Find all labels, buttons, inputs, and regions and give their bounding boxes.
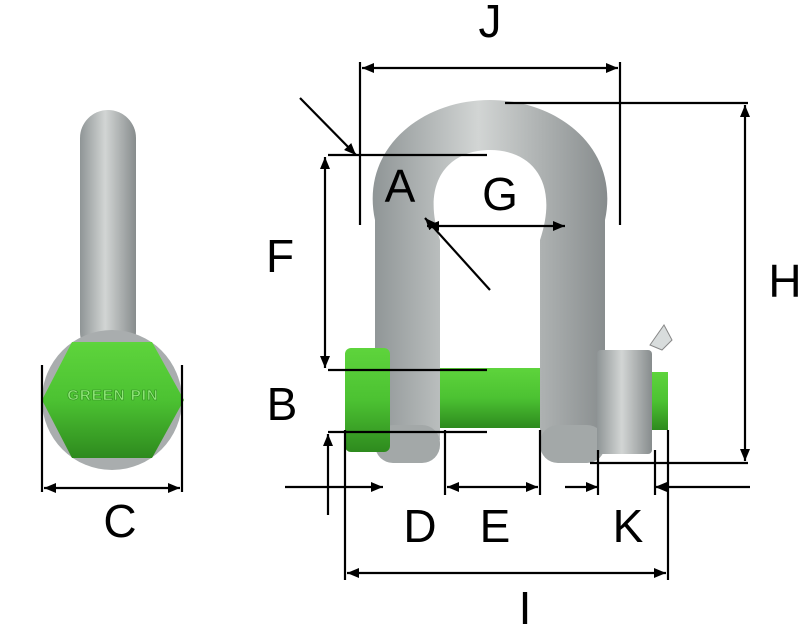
label-j: J xyxy=(479,0,502,47)
label-d: D xyxy=(403,500,436,552)
label-e: E xyxy=(480,500,511,552)
c-dimension xyxy=(40,365,184,493)
bolt-head-hex xyxy=(42,342,184,458)
bolt-shaft xyxy=(440,368,540,428)
shackle-side-body xyxy=(80,110,136,360)
label-a: A xyxy=(385,160,416,212)
label-f: F xyxy=(266,230,294,282)
side-view: GREEN PIN C xyxy=(40,110,184,547)
label-i: I xyxy=(519,582,532,632)
label-b: B xyxy=(267,378,298,430)
bolt-head xyxy=(345,348,390,452)
label-g: G xyxy=(482,168,518,220)
front-view xyxy=(345,100,673,463)
label-k: K xyxy=(613,500,644,552)
dimension-lines xyxy=(285,62,750,580)
cotter-pin xyxy=(649,324,673,351)
label-h: H xyxy=(768,255,801,307)
nut xyxy=(597,350,652,454)
shackle-bow xyxy=(372,100,608,440)
label-c: C xyxy=(103,495,136,547)
bolt-end xyxy=(652,372,668,430)
bolt-head-marking: GREEN PIN xyxy=(67,387,159,404)
